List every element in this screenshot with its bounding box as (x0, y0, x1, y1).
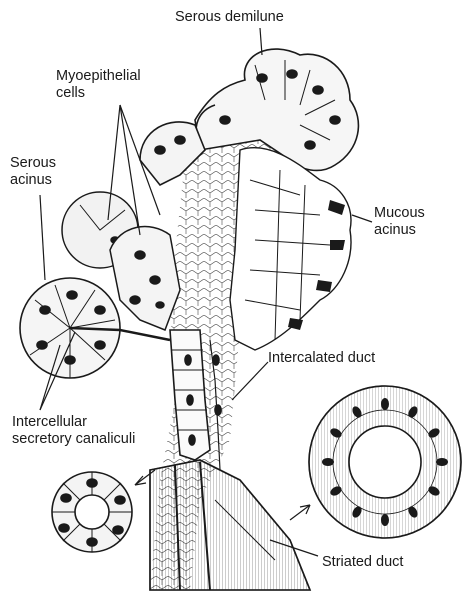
label-myoepithelial-cells: Myoepithelial cells (56, 68, 141, 102)
label-intercellular-canaliculi: Intercellular secretory canaliculi (12, 414, 135, 448)
leader-mucous-acinus (352, 215, 372, 222)
label-canaliculi-line1: Intercellular (12, 414, 135, 431)
label-serous-acinus-line1: Serous (10, 155, 56, 172)
label-serous-demilune: Serous demilune (175, 9, 284, 26)
leader-intercalated-duct (232, 362, 268, 400)
label-serous-acinus-line2: acinus (10, 172, 56, 189)
intercalated-duct-cross-section (52, 472, 132, 552)
striated-duct (150, 460, 310, 590)
label-mucous-acinus-line2: acinus (374, 222, 425, 239)
label-canaliculi-line2: secretory canaliculi (12, 431, 135, 448)
label-myoepithelial-line1: Myoepithelial (56, 68, 141, 85)
label-mucous-acinus: Mucous acinus (374, 205, 425, 239)
leader-serous-acinus (40, 195, 45, 280)
left-branch-cluster (110, 227, 180, 330)
label-serous-acinus: Serous acinus (10, 155, 56, 189)
label-mucous-acinus-line1: Mucous (374, 205, 425, 222)
label-intercalated-duct: Intercalated duct (268, 350, 375, 367)
mucous-acinus (230, 148, 351, 350)
label-striated-duct: Striated duct (322, 554, 403, 571)
striated-duct-cross-section (309, 386, 461, 538)
label-myoepithelial-line2: cells (56, 85, 141, 102)
